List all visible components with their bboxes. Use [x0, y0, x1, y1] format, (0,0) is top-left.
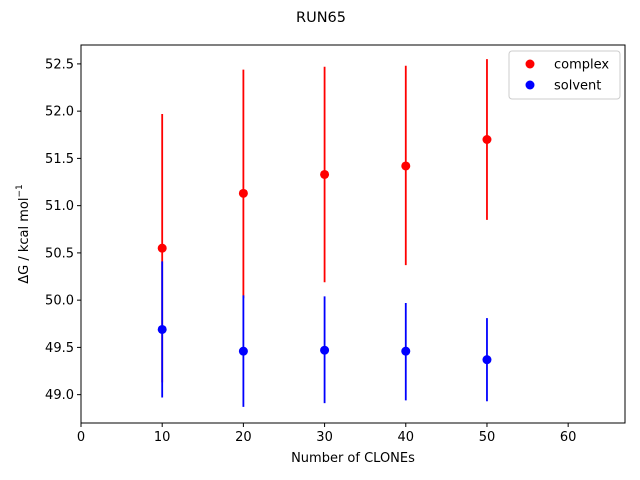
plot-frame [80, 44, 626, 424]
x-tick-label: 40 [398, 430, 415, 445]
legend-box [508, 50, 621, 100]
plot-marks [157, 59, 492, 407]
x-axis-label: Number of CLONEs [291, 451, 415, 466]
y-tick-label: 51.5 [45, 152, 74, 167]
chart-title: RUN65 [296, 10, 346, 26]
x-tick-label: 0 [77, 430, 85, 445]
data-point [482, 135, 492, 144]
data-point [401, 346, 411, 356]
legend-label: solvent [554, 79, 601, 94]
x-tick-label: 20 [235, 430, 252, 445]
axis-ticks: 0 10 20 30 40 50 60 49.0 49.5 50.0 50.5 51.0 51.5 52.… [45, 57, 576, 445]
x-tick-label: 30 [316, 430, 333, 445]
x-tick-label: 50 [479, 430, 496, 445]
data-point [157, 243, 167, 253]
y-tick-label: 51.0 [45, 199, 74, 214]
legend-marker [525, 59, 535, 69]
x-tick-label: 60 [560, 430, 577, 445]
data-point [482, 355, 492, 365]
data-point [320, 345, 330, 355]
data-point [157, 324, 167, 334]
y-tick-label: 49.0 [45, 388, 74, 403]
series-complex [157, 59, 492, 383]
series-solvent [157, 261, 492, 407]
y-axis-label-superscript: −1 [15, 184, 25, 197]
y-tick-label: 50.5 [45, 246, 74, 261]
legend-marker [525, 80, 535, 90]
y-tick-label: 52.5 [45, 57, 74, 72]
legend-label: complex [554, 58, 609, 73]
y-axis-label: ΔG / kcal mol−1 [15, 184, 32, 284]
data-point [238, 346, 248, 356]
data-point [401, 161, 411, 171]
y-tick-label: 52.0 [45, 105, 74, 120]
data-point [238, 188, 248, 198]
data-point [320, 169, 330, 179]
x-tick-label: 10 [154, 430, 171, 445]
y-tick-label: 49.5 [45, 341, 74, 356]
y-tick-label: 50.0 [45, 294, 74, 309]
legend: complex solvent [508, 50, 621, 100]
y-axis-label-main: ΔG / kcal mol [17, 198, 32, 284]
